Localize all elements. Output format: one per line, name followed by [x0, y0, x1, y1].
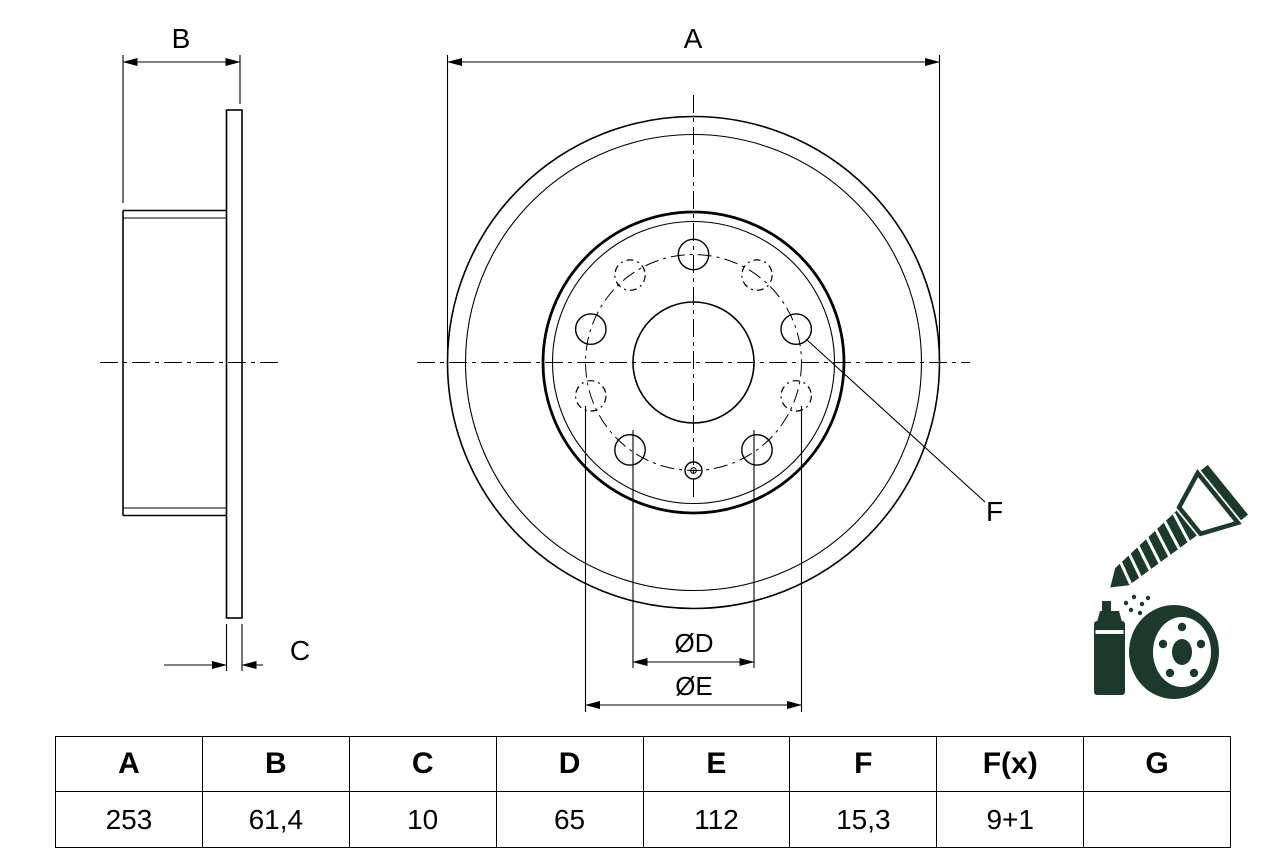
spray-can-icon	[1094, 594, 1151, 695]
bolt-holes-phantom	[574, 259, 812, 412]
dim-label-b: B	[172, 23, 191, 54]
disc-plate-profile	[225, 109, 243, 619]
leader-line-f	[805, 338, 986, 503]
screw-threads	[1119, 512, 1191, 585]
dimension-labels: B A C ØD ØE F	[172, 23, 1003, 701]
table-value-row: 253 61,4 10 65 112 15,3 9+1	[55, 791, 1231, 848]
col-f-header: F	[789, 736, 938, 792]
col-c-header: C	[348, 736, 497, 792]
col-f-value: 15,3	[789, 791, 938, 848]
dim-label-f: F	[986, 496, 1003, 527]
col-a-header: A	[55, 736, 203, 792]
col-g-header: G	[1083, 736, 1231, 792]
dim-label-a: A	[684, 23, 703, 54]
hub-icon	[1129, 605, 1219, 699]
col-d-header: D	[495, 736, 644, 792]
col-a-value: 253	[55, 791, 203, 848]
col-d-value: 65	[495, 791, 644, 848]
locating-pin-hole	[684, 461, 703, 480]
front-view	[417, 95, 970, 610]
col-e-value: 112	[642, 791, 791, 848]
dim-label-d: ØD	[675, 628, 714, 658]
screw-shank	[1110, 510, 1197, 588]
screw-head	[1176, 468, 1242, 537]
col-b-value: 61,4	[201, 791, 350, 848]
col-fx-value: 9+1	[936, 791, 1085, 848]
col-b-header: B	[201, 736, 350, 792]
dimension-table: A B C D E F F(x) G 253 61,4 10 65 112 15…	[55, 736, 1231, 848]
spray-coating-icon	[1094, 594, 1219, 699]
bolt-holes-solid	[574, 238, 813, 466]
col-g-value	[1083, 791, 1231, 848]
table-header-row: A B C D E F F(x) G	[55, 736, 1231, 792]
screw-head-cap	[1200, 464, 1249, 521]
screw-icon	[1110, 464, 1249, 588]
col-c-value: 10	[348, 791, 497, 848]
col-fx-header: F(x)	[936, 736, 1085, 792]
dimension-lines	[122, 55, 986, 712]
side-view	[100, 109, 283, 619]
dim-label-c: C	[290, 635, 310, 666]
dim-label-e: ØE	[675, 671, 713, 701]
col-e-header: E	[642, 736, 791, 792]
brake-disc-technical-drawing: B A C ØD ØE F	[100, 23, 1249, 712]
